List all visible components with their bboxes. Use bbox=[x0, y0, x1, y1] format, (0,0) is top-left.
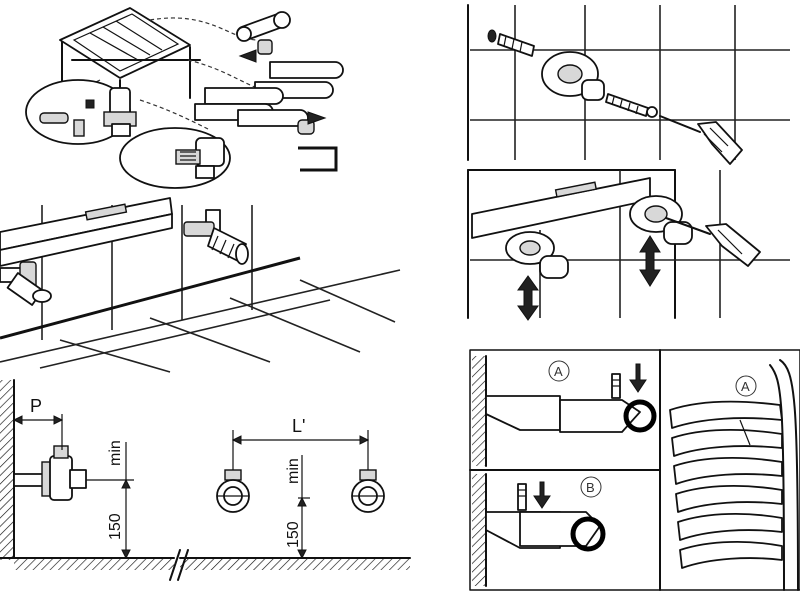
detail-a-bracket: A bbox=[485, 360, 657, 433]
adjust-screwdriver-drawing bbox=[665, 217, 761, 267]
wall-plug-drawing bbox=[487, 29, 535, 57]
left-min-label: min bbox=[107, 440, 124, 466]
detail-a-label: A bbox=[554, 364, 563, 379]
screw-drawing bbox=[605, 93, 658, 118]
left-bracket-drawing bbox=[505, 231, 569, 279]
spanner-drawing bbox=[236, 11, 291, 63]
right-updown-arrow bbox=[639, 235, 661, 287]
detail-circle-lockshield bbox=[119, 127, 231, 189]
wall-bracket-drawing bbox=[541, 51, 605, 101]
level-bar-drawing bbox=[471, 177, 651, 239]
right-150-label: 150 bbox=[285, 521, 302, 548]
radiator-tubes-drawing bbox=[194, 61, 344, 135]
p-dimension: P bbox=[12, 396, 64, 450]
right-bracket-drawing bbox=[629, 195, 693, 245]
towel-rail-drawing: A bbox=[669, 359, 799, 591]
detail-b-bracket: B bbox=[485, 476, 606, 552]
l-dimension-label: L' bbox=[292, 416, 305, 436]
bracket-lock-panel: A B A bbox=[469, 349, 800, 591]
left-height-dimension: min 150 bbox=[86, 440, 134, 560]
right-valve-drawing bbox=[183, 209, 249, 265]
side-valve-drawing bbox=[13, 445, 87, 501]
detail-circle-valve bbox=[25, 79, 137, 145]
right-height-dimension: min 150 bbox=[285, 455, 310, 560]
screwdriver-drawing bbox=[659, 115, 743, 165]
allen-key-drawing bbox=[298, 146, 338, 172]
left-updown-arrow bbox=[517, 275, 539, 321]
right-min-label: min bbox=[285, 458, 302, 484]
rail-a-label: A bbox=[741, 379, 750, 394]
valves-on-wall-panel bbox=[0, 197, 401, 373]
left-150-label: 150 bbox=[107, 513, 124, 540]
overview-exploded-panel bbox=[25, 7, 344, 189]
front-valve-left-drawing bbox=[216, 469, 250, 513]
radiator-drawing bbox=[59, 7, 201, 111]
detail-b-label: B bbox=[586, 480, 595, 495]
l-dimension: L' bbox=[231, 416, 370, 470]
level-adjust-panel bbox=[467, 169, 790, 321]
dimensions-panel: P min 150 bbox=[0, 379, 411, 581]
left-valve-drawing bbox=[0, 261, 52, 306]
bracket-fixing-panel bbox=[467, 4, 790, 165]
spirit-level-drawing bbox=[0, 197, 173, 267]
p-dimension-label: P bbox=[30, 396, 42, 416]
front-valve-right-drawing bbox=[351, 469, 385, 513]
